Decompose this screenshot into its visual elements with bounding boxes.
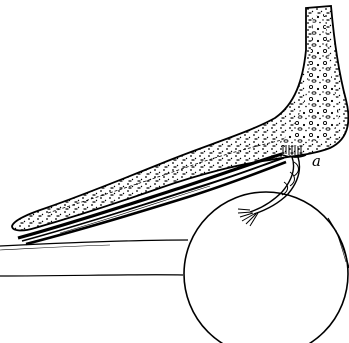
bone-structure: [12, 6, 348, 230]
globe-circle: [184, 192, 349, 343]
label-a: a: [312, 152, 321, 170]
surface-lines: [0, 240, 188, 276]
